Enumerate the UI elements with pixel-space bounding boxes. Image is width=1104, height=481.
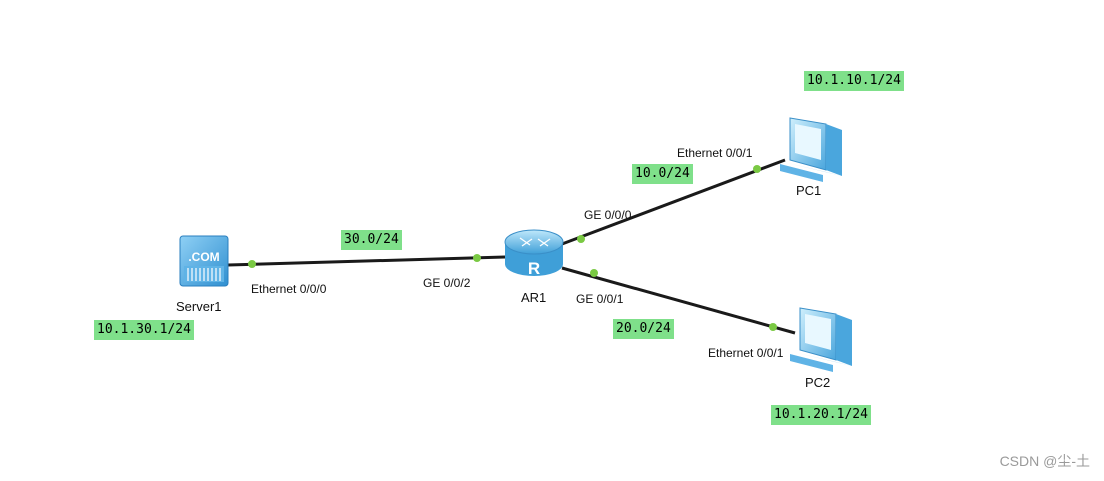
- address-tag-server: 10.1.30.1/24: [94, 320, 194, 340]
- pc1-name: PC1: [796, 183, 822, 198]
- port-dot-pc2-eth[interactable]: [769, 323, 777, 331]
- port-label-pc2-eth: Ethernet 0/0/1: [708, 346, 784, 360]
- router-icon-text: R: [528, 259, 540, 278]
- network-tag-pc2-link: 20.0/24: [613, 319, 674, 339]
- port-dot-router-ge000[interactable]: [577, 235, 585, 243]
- port-label-server-eth: Ethernet 0/0/0: [251, 282, 327, 296]
- port-dot-router-ge002[interactable]: [473, 254, 481, 262]
- pc-icon[interactable]: [780, 117, 842, 182]
- port-label-router-ge001: GE 0/0/1: [576, 292, 624, 306]
- address-tag-pc1: 10.1.10.1/24: [804, 71, 904, 91]
- port-dot-router-ge001[interactable]: [590, 269, 598, 277]
- link-router-pc1: [561, 158, 786, 246]
- port-label-pc1-eth: Ethernet 0/0/1: [677, 146, 753, 160]
- port-label-router-ge002: GE 0/0/2: [423, 276, 471, 290]
- port-label-router-ge000: GE 0/0/0: [584, 208, 632, 222]
- port-dot-server-eth[interactable]: [248, 260, 256, 268]
- network-tag-server-link: 30.0/24: [341, 230, 402, 250]
- server-icon-text: .COM: [188, 250, 219, 264]
- address-tag-pc2: 10.1.20.1/24: [771, 405, 871, 425]
- server-com-icon[interactable]: .COM: [179, 235, 229, 287]
- router-name: AR1: [521, 290, 547, 305]
- pc2-name: PC2: [805, 375, 831, 390]
- network-tag-pc1-link: 10.0/24: [632, 164, 693, 184]
- server-name: Server1: [176, 299, 222, 314]
- link-router-pc2: [561, 266, 796, 335]
- port-dot-pc1-eth[interactable]: [753, 165, 761, 173]
- pc-icon[interactable]: [790, 307, 852, 372]
- router-icon[interactable]: R: [504, 229, 564, 278]
- watermark: CSDN @尘-土: [999, 453, 1090, 469]
- link-server-router: [227, 255, 506, 267]
